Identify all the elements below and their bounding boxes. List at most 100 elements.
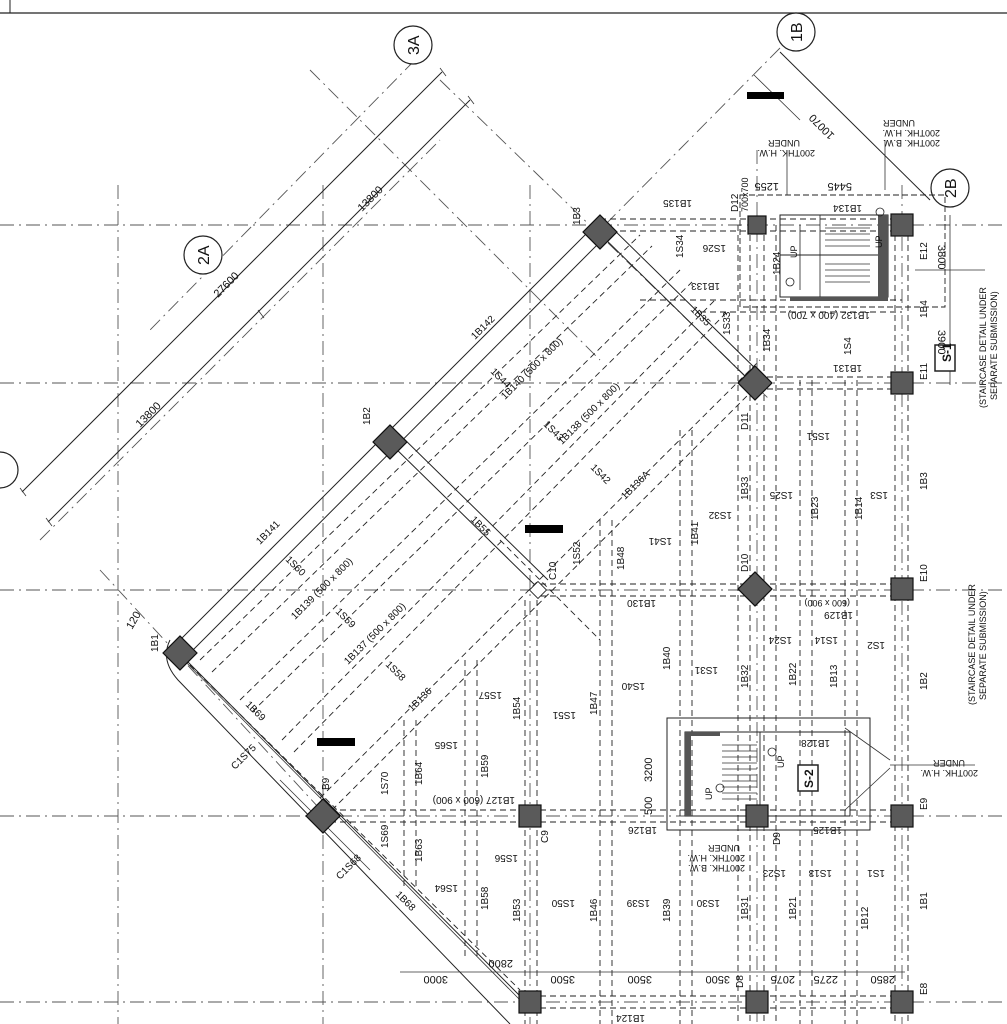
column-E12 bbox=[890, 213, 914, 237]
column-C9 bbox=[518, 804, 542, 828]
col-label-B9: B9 bbox=[321, 777, 332, 790]
dimension-diagonal bbox=[19, 51, 931, 527]
beam-1B23: 1B23 bbox=[810, 496, 821, 520]
diagonal-structure bbox=[165, 221, 766, 1024]
note-bw-top: UNDER 200THK. H.W. 200THK. B.W. bbox=[882, 118, 940, 148]
col-label-E12: E12 bbox=[919, 242, 930, 260]
dim-10070: 10070 bbox=[807, 111, 837, 141]
slab-1S39: 1S39 bbox=[626, 897, 650, 908]
col-label-E8: E8 bbox=[919, 982, 930, 995]
slab-1S30: 1S30 bbox=[696, 897, 720, 908]
dim-3200: 3200 bbox=[643, 758, 655, 782]
grid-label-3A: 3A bbox=[406, 35, 423, 55]
beam-1B126: 1B126 bbox=[628, 824, 657, 835]
beam-1B125: 1B125 bbox=[813, 824, 842, 835]
column-E10 bbox=[890, 577, 914, 601]
slab-1S52: 1S52 bbox=[572, 541, 583, 565]
beam-1B35: 1B35 bbox=[688, 304, 713, 329]
grid-bubble-1B: 1B bbox=[776, 12, 816, 52]
slab-1S14: 1S14 bbox=[814, 634, 838, 645]
grid-lines-horizontal bbox=[0, 224, 1007, 1003]
staircase-s2-tag: S-2 bbox=[802, 769, 816, 788]
note-bw-bottom-line2: 200THK. H.W. bbox=[687, 853, 745, 863]
note-hw-mid-line2: 200THK. H.W. bbox=[920, 768, 978, 778]
slab-1S70: 1S70 bbox=[380, 771, 391, 795]
note-bw-top-line3: 200THK. B.W. bbox=[883, 138, 940, 148]
col-label-C9: C9 bbox=[540, 830, 551, 843]
slab-1S57: 1S57 bbox=[478, 689, 502, 700]
dim-1255: 1255 bbox=[755, 180, 779, 192]
column-C8 bbox=[518, 990, 542, 1014]
dim-2850: 2850 bbox=[871, 973, 895, 985]
beam-1B1: 1B1 bbox=[919, 892, 930, 910]
slab-1S40: 1S40 bbox=[621, 680, 645, 691]
column-E11 bbox=[890, 371, 914, 395]
column-D8 bbox=[745, 990, 769, 1014]
slab-1S25: 1S25 bbox=[769, 489, 793, 500]
slab-1S65: 1S65 bbox=[434, 739, 458, 750]
col-label-D9: D9 bbox=[772, 832, 783, 845]
staircase-s2-note-line2: SEPARATE SUBMISSION) bbox=[978, 591, 988, 700]
slab-1S3: 1S3 bbox=[870, 489, 888, 500]
slab-1S51-top: 1S51 bbox=[806, 430, 830, 441]
note-hw-top-line1: UNDER bbox=[767, 138, 800, 148]
beam-1B4: 1B4 bbox=[919, 300, 930, 318]
stair-up-3: UP bbox=[704, 787, 714, 800]
section-marker-left bbox=[317, 738, 355, 746]
slab-1S2: 1S2 bbox=[867, 639, 885, 650]
slab-1S59: 1S59 bbox=[333, 606, 358, 631]
beam-1B14: 1B14 bbox=[854, 496, 865, 520]
section-marker-top bbox=[747, 92, 784, 99]
slab-C1S75: C1S75 bbox=[229, 742, 259, 772]
col-label-D8: D8 bbox=[735, 975, 746, 988]
dim-3500-b: 3500 bbox=[628, 973, 652, 985]
column-1B2 bbox=[372, 424, 408, 460]
dim-120: 120 bbox=[124, 610, 144, 632]
beam-1B131: 1B131 bbox=[833, 362, 862, 373]
col-label-D12: D12 bbox=[730, 193, 741, 212]
beam-1B138: 1B138 (500 x 800) bbox=[556, 381, 622, 447]
col-label-E11: E11 bbox=[919, 363, 930, 380]
note-bw-top-line2: 200THK. H.W. bbox=[882, 128, 940, 138]
beam-1B40: 1B40 bbox=[662, 646, 673, 670]
slab-1S64: 1S64 bbox=[434, 882, 458, 893]
beam-1B13: 1B13 bbox=[829, 664, 840, 688]
beam-1B24: 1B24 bbox=[772, 251, 783, 275]
beam-1B34: 1B34 bbox=[762, 328, 773, 352]
column-D10 bbox=[737, 571, 773, 607]
dim-3500-a: 3500 bbox=[551, 973, 575, 985]
dim-2800: 2800 bbox=[489, 957, 513, 969]
beam-1B63: 1B63 bbox=[414, 838, 425, 862]
beam-1B124: 1B124 bbox=[616, 1012, 645, 1023]
slab-1S32: 1S32 bbox=[708, 509, 732, 520]
grid-label-2B: 2B bbox=[943, 178, 960, 198]
dim-3000: 3000 bbox=[424, 973, 448, 985]
beam-1B41: 1B41 bbox=[690, 521, 701, 545]
column-1B3 bbox=[582, 214, 618, 250]
beam-1B134: 1B134 bbox=[833, 202, 862, 213]
dim-13800-upper: 13800 bbox=[356, 184, 386, 214]
dim-3500-c: 3500 bbox=[706, 973, 730, 985]
columns bbox=[162, 213, 914, 1014]
slab-1S50: 1S50 bbox=[551, 897, 575, 908]
grid-bubble-2A: 2A bbox=[183, 235, 223, 275]
beam-1B47: 1B47 bbox=[589, 691, 600, 715]
beam-1B129-size: (600 x 900) bbox=[804, 598, 850, 608]
note-bw-bottom-line1: UNDER bbox=[707, 843, 740, 853]
slab-1S41: 1S41 bbox=[648, 535, 672, 546]
slab-1S69: 1S69 bbox=[380, 824, 391, 848]
beam-1B132: 1B132 (400 x 700) bbox=[788, 309, 870, 320]
slab-1S51-mid: 1S51 bbox=[552, 709, 576, 720]
grid-bubble-partial bbox=[0, 451, 19, 489]
beam-1B141: 1B141 bbox=[254, 519, 283, 548]
column-E8 bbox=[890, 990, 914, 1014]
dim-2275: 2275 bbox=[814, 973, 838, 985]
beam-1B3: 1B3 bbox=[919, 472, 930, 490]
slab-1S56: 1S56 bbox=[494, 852, 518, 863]
staircase-s1-note-line1: (STAIRCASE DETAIL UNDER bbox=[978, 287, 988, 408]
col-label-E10: E10 bbox=[919, 564, 930, 582]
dim-13800-lower: 13800 bbox=[134, 400, 164, 430]
dim-500: 500 bbox=[643, 797, 655, 815]
slab-1S58: 1S58 bbox=[383, 659, 408, 684]
beam-1B58: 1B58 bbox=[480, 886, 491, 910]
